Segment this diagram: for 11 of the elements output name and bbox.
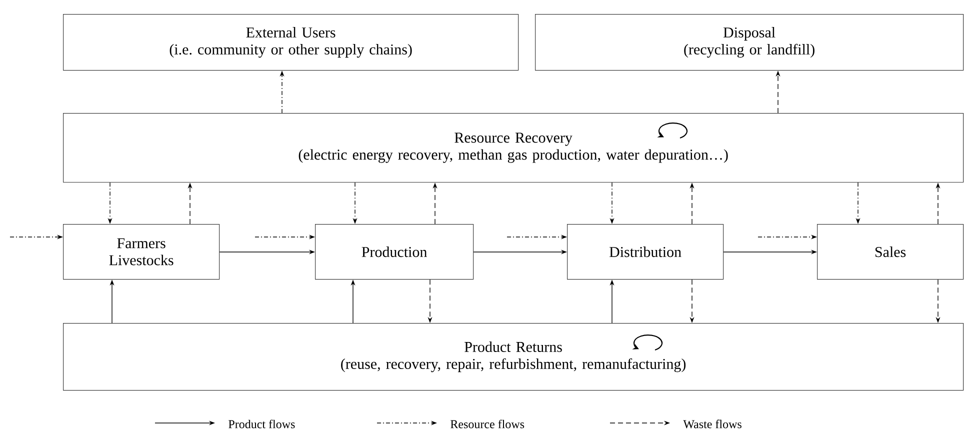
process-box: Farmers Livestocks [63, 224, 220, 280]
process-box: Disposal (recycling or landfill) [535, 14, 964, 71]
legend-text: Resource flows [450, 420, 524, 428]
process-box: Product Returns (reuse, recovery, repair, refurbishment, remanufacturing) [63, 323, 964, 391]
process-box: External Users (i.e. community or other supply chains) [63, 14, 519, 71]
process-box: Distribution [567, 224, 724, 280]
process-box: Sales [817, 224, 964, 280]
process-box: Resource Recovery (electric energy recovery, methan gas production, water depuration…) [63, 113, 964, 183]
legend-text: Waste flows [683, 420, 742, 428]
legend-text: Product flows [228, 420, 295, 428]
process-box: Production [315, 224, 474, 280]
